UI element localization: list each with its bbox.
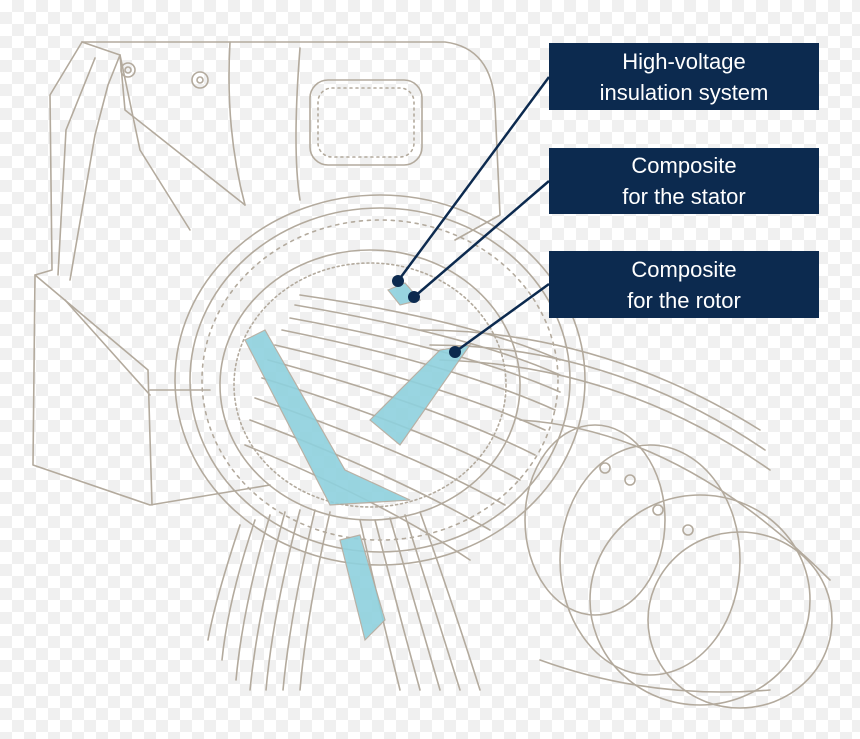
callout-hv-insulation-line2: insulation system (599, 79, 769, 105)
highlighted-insulation (244, 282, 472, 642)
marker-dot-stator (408, 291, 420, 303)
leader-line-hv-insulation (396, 76, 551, 282)
front-cables (207, 509, 481, 691)
callout-rotor-line2: for the rotor (627, 287, 741, 313)
callout-stator-composite: Composite for the stator (549, 148, 819, 214)
rotor-shaft (519, 419, 833, 709)
callout-stator-line1: Composite (631, 153, 737, 178)
leader-lines (396, 76, 551, 354)
marker-dot-rotor (449, 346, 461, 358)
callout-rotor-composite: Composite for the rotor (549, 251, 819, 318)
callout-hv-insulation-line1: High-voltage (622, 48, 746, 74)
callout-rotor-line1: Composite (631, 256, 737, 282)
marker-dot-hv-insulation (392, 275, 404, 287)
leader-line-rotor (454, 282, 550, 354)
leader-line-stator (413, 180, 550, 298)
callout-stator-line2: for the stator (622, 184, 746, 209)
callout-hv-insulation: High-voltage insulation system (549, 43, 819, 110)
leader-dots (392, 275, 461, 358)
stator-rings (174, 194, 586, 566)
winding-bundle (244, 294, 771, 561)
housing-outline (32, 41, 501, 506)
